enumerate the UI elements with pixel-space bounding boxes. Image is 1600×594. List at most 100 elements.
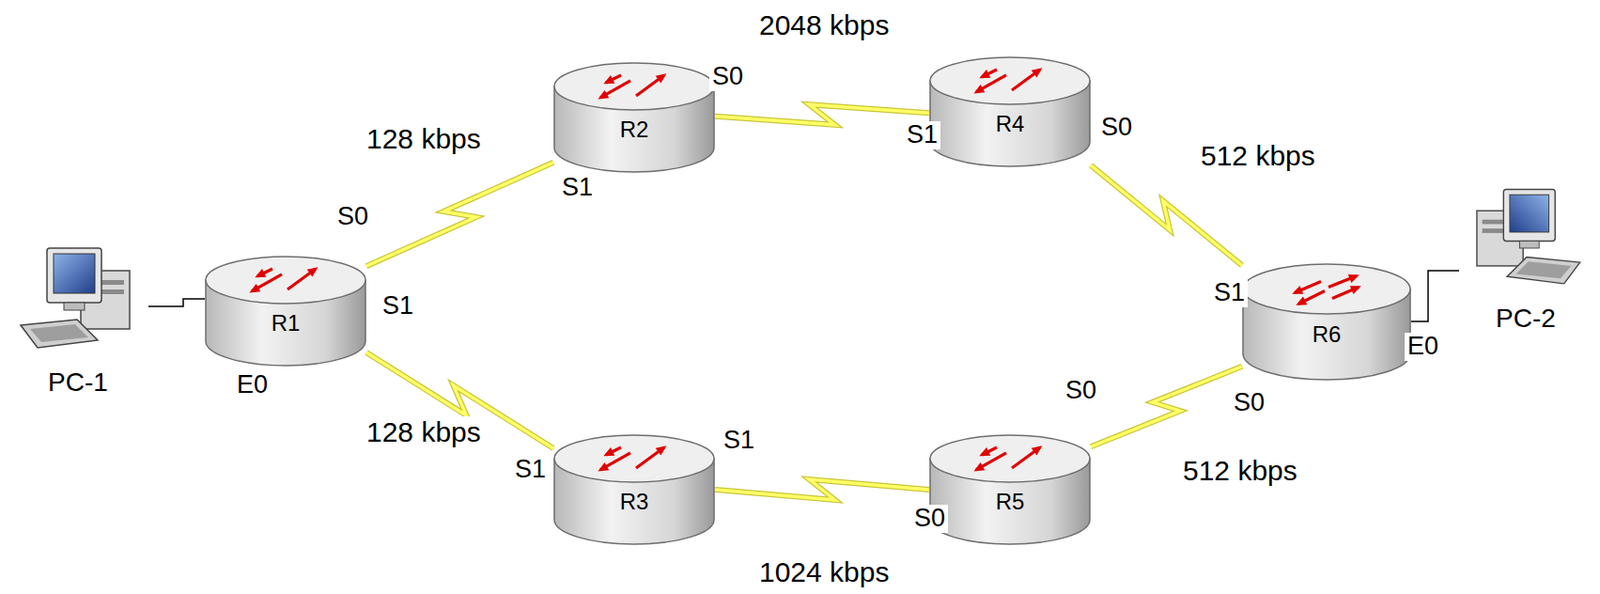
interface-label: S0 [709, 62, 746, 92]
router-top [554, 434, 715, 482]
router-label-holder: R1 [204, 310, 367, 337]
pc-screen [1509, 194, 1550, 233]
router-name: R6 [1242, 321, 1412, 348]
router-arrowhead [248, 283, 261, 294]
serial-link-edge [366, 162, 554, 266]
pc-keyboard [1506, 256, 1581, 283]
serial-link [714, 479, 930, 500]
interface-label: S0 [334, 202, 372, 232]
router-arrowhead [603, 75, 615, 84]
interface-label: E0 [1404, 332, 1442, 361]
serial-link-edge [1090, 366, 1243, 448]
serial-link-edge [714, 479, 930, 500]
pc-node: PC-1 [7, 242, 149, 398]
router-top [930, 57, 1090, 105]
pc-keyboard [20, 319, 98, 348]
serial-link-core [366, 162, 554, 266]
router-top [1242, 264, 1411, 314]
router-arrowhead [307, 266, 319, 277]
router-label-holder: R5 [929, 488, 1091, 515]
router-arrowhead [1031, 445, 1043, 455]
serial-link-edge [714, 104, 930, 125]
pc-drawing [7, 242, 149, 360]
bandwidth-label: 128 kbps [363, 123, 484, 155]
router-label-holder: R6 [1242, 321, 1412, 348]
router-arrowhead [254, 268, 266, 278]
interface-label: S1 [559, 173, 596, 202]
serial-link-core [1090, 165, 1243, 266]
router-label-holder: R4 [929, 110, 1091, 138]
bandwidth-label: 2048 kbps [756, 9, 892, 41]
router-top [205, 256, 366, 304]
pc-stand [1519, 240, 1539, 249]
router-name: R1 [204, 310, 367, 337]
pc-drawing [1459, 183, 1593, 296]
serial-link [1090, 165, 1243, 266]
bandwidth-label: 512 kbps [1197, 139, 1319, 171]
bandwidth-label: 128 kbps [363, 416, 484, 448]
serial-link [714, 104, 930, 125]
pc-name: PC-1 [7, 367, 149, 398]
router-name: R5 [929, 488, 1091, 515]
ethernet-link [148, 298, 205, 307]
serial-link [1090, 366, 1243, 448]
interface-label: S1 [1211, 279, 1248, 308]
bandwidth-label: 1024 kbps [756, 556, 892, 588]
pc-monitor [1503, 189, 1555, 242]
router-name: R2 [553, 116, 715, 143]
interface-label: S1 [903, 121, 941, 150]
router-arrowhead [597, 90, 609, 100]
router-top [554, 62, 715, 110]
serial-link-core [714, 104, 930, 125]
serial-link [366, 162, 554, 266]
router-node: R5 [929, 434, 1091, 545]
pc-icon [20, 248, 130, 348]
router-top [930, 434, 1090, 482]
pc-screen [53, 253, 95, 294]
interface-label: S0 [1062, 376, 1100, 405]
pc-keys [30, 324, 89, 342]
router-node: R4 [929, 56, 1091, 168]
interface-label: S0 [911, 504, 948, 533]
pc-node: PC-2 [1459, 183, 1593, 334]
router-node: R6 [1242, 263, 1412, 381]
router-arrowhead [603, 447, 615, 456]
router-name: R4 [929, 110, 1091, 138]
router-arrowhead [655, 73, 668, 83]
bandwidth-label: 512 kbps [1180, 454, 1301, 486]
pc-monitor [46, 248, 102, 303]
router-arrowhead [1348, 274, 1360, 283]
router-name: R3 [553, 488, 715, 515]
router-arrowhead [597, 462, 609, 472]
ethernet-wire [148, 298, 205, 307]
ethernet-link [1411, 270, 1460, 322]
pc-keys [1516, 261, 1572, 279]
router-arrowhead [655, 445, 668, 455]
router-arrowhead [973, 84, 985, 94]
interface-label: S1 [720, 426, 758, 455]
router-arrowhead [978, 69, 991, 78]
serial-link-core [714, 479, 930, 500]
serial-link-edge [1090, 165, 1243, 266]
router-arrowhead [1031, 67, 1043, 78]
router-node: R2 [553, 62, 715, 173]
serial-link-core [1090, 366, 1243, 448]
router-arrowhead [973, 462, 985, 472]
router-arrowhead [1295, 295, 1307, 305]
router-label-holder: R3 [553, 488, 715, 515]
interface-label: E0 [233, 371, 271, 400]
interface-label: S0 [1230, 388, 1268, 418]
interface-label: S0 [1098, 113, 1135, 142]
router-label-holder: R2 [553, 116, 715, 143]
router-arrowhead [1291, 284, 1304, 294]
router-node: R3 [553, 434, 715, 545]
interface-label: S1 [379, 292, 417, 321]
ethernet-wire [1411, 270, 1460, 322]
interface-label: S1 [512, 455, 549, 484]
pc-icon [1476, 189, 1581, 284]
pc-name: PC-2 [1459, 303, 1593, 334]
router-node: R1 [204, 255, 367, 367]
pc-stand [63, 302, 85, 311]
router-arrowhead [1350, 285, 1362, 295]
